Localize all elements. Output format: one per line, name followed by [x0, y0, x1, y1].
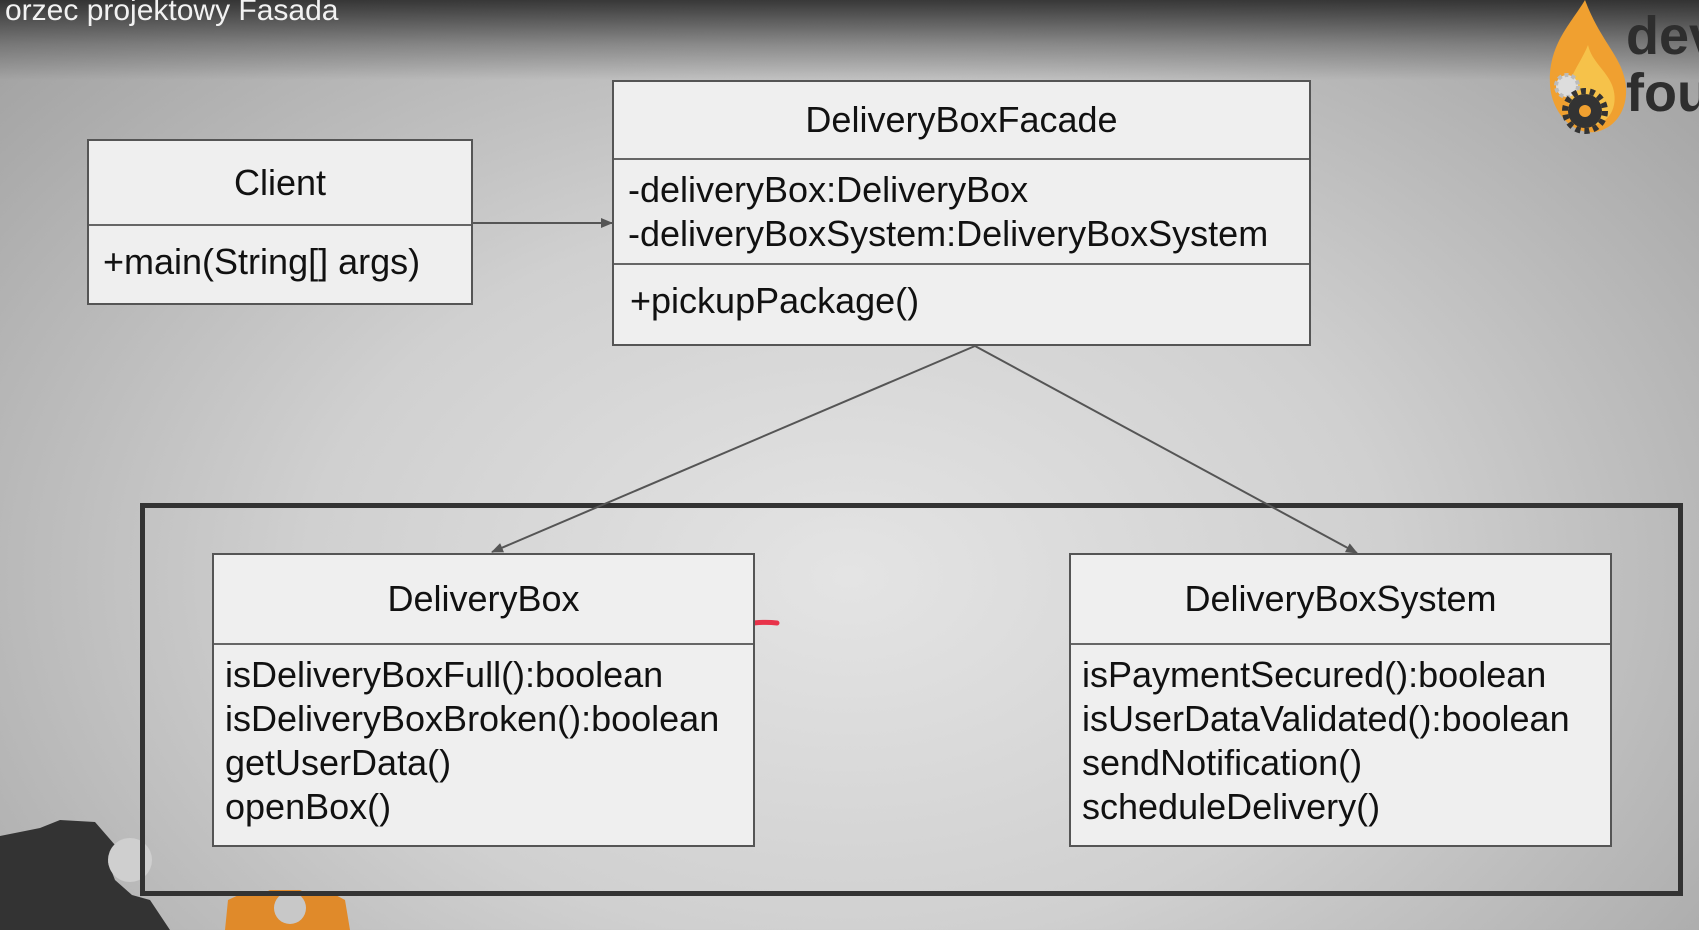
facade-method-pickuppackage: +pickupPackage() — [630, 280, 920, 321]
flame-gear-logo-icon — [1549, 0, 1627, 134]
facade-attributes: -deliveryBox:DeliveryBox -deliveryBoxSys… — [614, 160, 1309, 265]
deliveryboxsystem-method-scheduledelivery: scheduleDelivery() — [1082, 786, 1381, 827]
client-class-box: Client +main(String[] args) — [87, 139, 473, 305]
deliverybox-class-name: DeliveryBox — [214, 555, 753, 645]
deliveryboxsystem-class-name: DeliveryBoxSystem — [1071, 555, 1610, 645]
facade-class-name: DeliveryBoxFacade — [614, 82, 1309, 160]
facade-attribute-deliverybox: -deliveryBox:DeliveryBox — [628, 169, 1029, 210]
facade-to-deliverybox-arrow — [491, 345, 976, 553]
deliveryboxsystem-method-sendnotification: sendNotification() — [1082, 742, 1363, 783]
deliveryboxsystem-method-ispaymentsecured: isPaymentSecured():boolean — [1082, 654, 1547, 695]
client-class-name: Client — [89, 141, 471, 226]
deliverybox-class-box: DeliveryBox isDeliveryBoxFull():boolean … — [212, 553, 755, 847]
deliveryboxsystem-methods: isPaymentSecured():boolean isUserDataVal… — [1071, 645, 1610, 835]
deliverybox-method-isfull: isDeliveryBoxFull():boolean — [225, 654, 664, 695]
logo-text-line2: fou — [1626, 63, 1699, 123]
client-method-main: +main(String[] args) — [103, 241, 421, 282]
logo-text-line1: dev — [1626, 6, 1699, 66]
deliverybox-methods: isDeliveryBoxFull():boolean isDeliveryBo… — [214, 645, 753, 835]
facade-attribute-deliveryboxsystem: -deliveryBoxSystem:DeliveryBoxSystem — [628, 213, 1269, 254]
deliveryboxsystem-class-box: DeliveryBoxSystem isPaymentSecured():boo… — [1069, 553, 1612, 847]
deliveryboxsystem-method-isuserdatavalidated: isUserDataValidated():boolean — [1082, 698, 1570, 739]
client-methods: +main(String[] args) — [89, 226, 471, 290]
deliverybox-method-openbox: openBox() — [225, 786, 392, 827]
video-title: orzec projektowy Fasada — [5, 0, 339, 27]
deliverybox-method-isbroken: isDeliveryBoxBroken():boolean — [225, 698, 720, 739]
subsystem-package-frame — [140, 503, 1683, 896]
deliverybox-method-getuserdata: getUserData() — [225, 742, 452, 783]
video-title-bar: orzec projektowy Fasada — [0, 0, 1699, 80]
facade-class-box: DeliveryBoxFacade -deliveryBox:DeliveryB… — [612, 80, 1311, 346]
facade-methods: +pickupPackage() — [614, 265, 1309, 329]
facade-to-deliveryboxsystem-arrow — [974, 345, 1358, 554]
